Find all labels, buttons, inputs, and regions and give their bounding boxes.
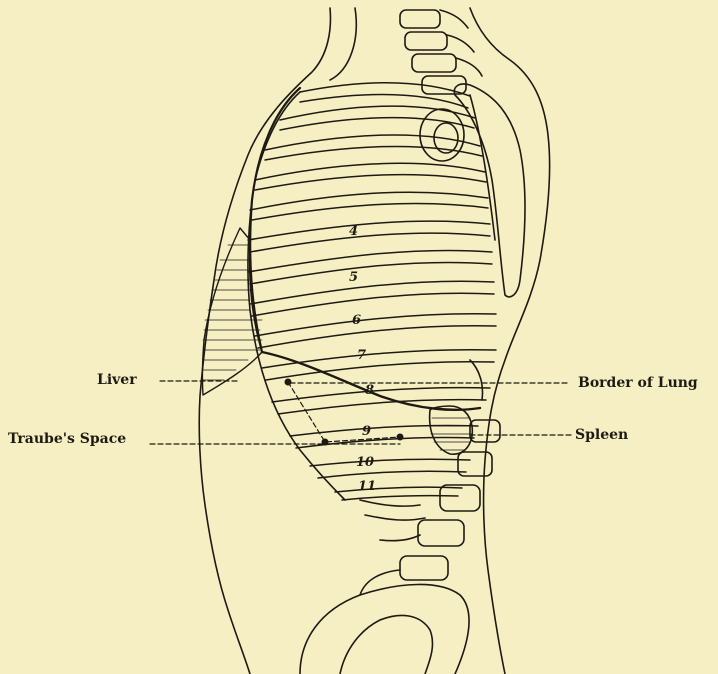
body-outline-back [470, 8, 550, 674]
lumbar-spine [360, 360, 500, 580]
scapula-spine [470, 95, 495, 240]
body-outline-front [199, 8, 330, 674]
rib-number-5: 5 [349, 270, 358, 285]
pelvis-inner [340, 615, 433, 674]
cervical-spine [400, 10, 482, 94]
label-liver: Liver [97, 372, 137, 388]
label-traubes-space: Traube's Space [8, 431, 126, 447]
pelvis-crest [360, 570, 400, 595]
rib-number-11: 11 [358, 479, 376, 494]
rib-number-9: 9 [362, 424, 371, 439]
rib-number-8: 8 [365, 383, 374, 398]
neck-line [330, 8, 356, 80]
rib-number-10: 10 [356, 455, 374, 470]
leader-lines [150, 381, 572, 444]
rib-number-7: 7 [357, 348, 366, 363]
border-of-lung-line [262, 352, 480, 410]
liver-region [202, 228, 262, 395]
scapula [454, 84, 525, 297]
spleen-region [430, 406, 473, 454]
rib-number-6: 6 [352, 313, 361, 328]
label-spleen: Spleen [575, 427, 628, 443]
traube-points [285, 379, 404, 446]
rib-number-4: 4 [349, 224, 358, 239]
pelvis [300, 584, 469, 674]
ribs [248, 83, 496, 500]
label-border-of-lung: Border of Lung [578, 375, 698, 391]
